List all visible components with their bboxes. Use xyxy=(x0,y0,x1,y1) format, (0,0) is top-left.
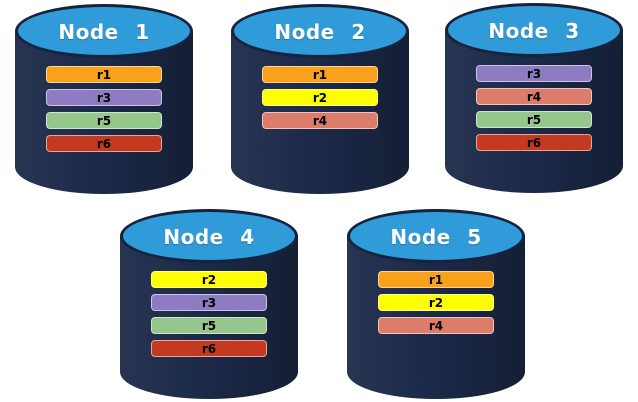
node-title: Node 4 xyxy=(163,225,255,249)
replica-bar-r3: r3 xyxy=(46,89,162,106)
node-1-cylinder: Node 1 r1 r3 r5 r6 xyxy=(15,4,193,194)
cylinder-bottom xyxy=(347,345,525,399)
node-2-cylinder: Node 2 r1 r2 r4 xyxy=(231,4,409,194)
replica-list: r2 r3 r5 r6 xyxy=(120,271,298,363)
node-title: Node 1 xyxy=(58,20,150,44)
node-title: Node 5 xyxy=(390,225,482,249)
replica-bar-r2: r2 xyxy=(262,89,378,106)
node-5-cylinder: Node 5 r1 r2 r4 xyxy=(347,209,525,399)
replica-bar-r4: r4 xyxy=(262,112,378,129)
replica-bar-r1: r1 xyxy=(378,271,494,288)
replica-bar-r2: r2 xyxy=(151,271,267,288)
replica-bar-r5: r5 xyxy=(476,111,592,128)
node-4-cylinder: Node 4 r2 r3 r5 r6 xyxy=(120,209,298,399)
replica-list: r1 r2 r4 xyxy=(231,66,409,135)
replica-list: r1 r3 r5 r6 xyxy=(15,66,193,158)
cylinder-top: Node 2 xyxy=(231,4,409,58)
replica-bar-r5: r5 xyxy=(151,317,267,334)
replica-bar-r2: r2 xyxy=(378,294,494,311)
replica-bar-r4: r4 xyxy=(378,317,494,334)
replica-bar-r1: r1 xyxy=(262,66,378,83)
replica-bar-r3: r3 xyxy=(476,65,592,82)
replica-bar-r6: r6 xyxy=(46,135,162,152)
cylinder-bottom xyxy=(231,140,409,194)
node-3-cylinder: Node 3 r3 r4 r5 r6 xyxy=(445,3,623,193)
cylinder-top: Node 5 xyxy=(347,209,525,263)
replica-bar-r4: r4 xyxy=(476,88,592,105)
cylinder-top: Node 4 xyxy=(120,209,298,263)
replica-bar-r1: r1 xyxy=(46,66,162,83)
cylinder-top: Node 3 xyxy=(445,3,623,57)
cylinder-top: Node 1 xyxy=(15,4,193,58)
replica-bar-r3: r3 xyxy=(151,294,267,311)
replica-bar-r6: r6 xyxy=(151,340,267,357)
node-title: Node 2 xyxy=(274,20,366,44)
replica-bar-r5: r5 xyxy=(46,112,162,129)
node-title: Node 3 xyxy=(488,19,580,43)
replica-bar-r6: r6 xyxy=(476,134,592,151)
replica-list: r3 r4 r5 r6 xyxy=(445,65,623,157)
replica-list: r1 r2 r4 xyxy=(347,271,525,340)
